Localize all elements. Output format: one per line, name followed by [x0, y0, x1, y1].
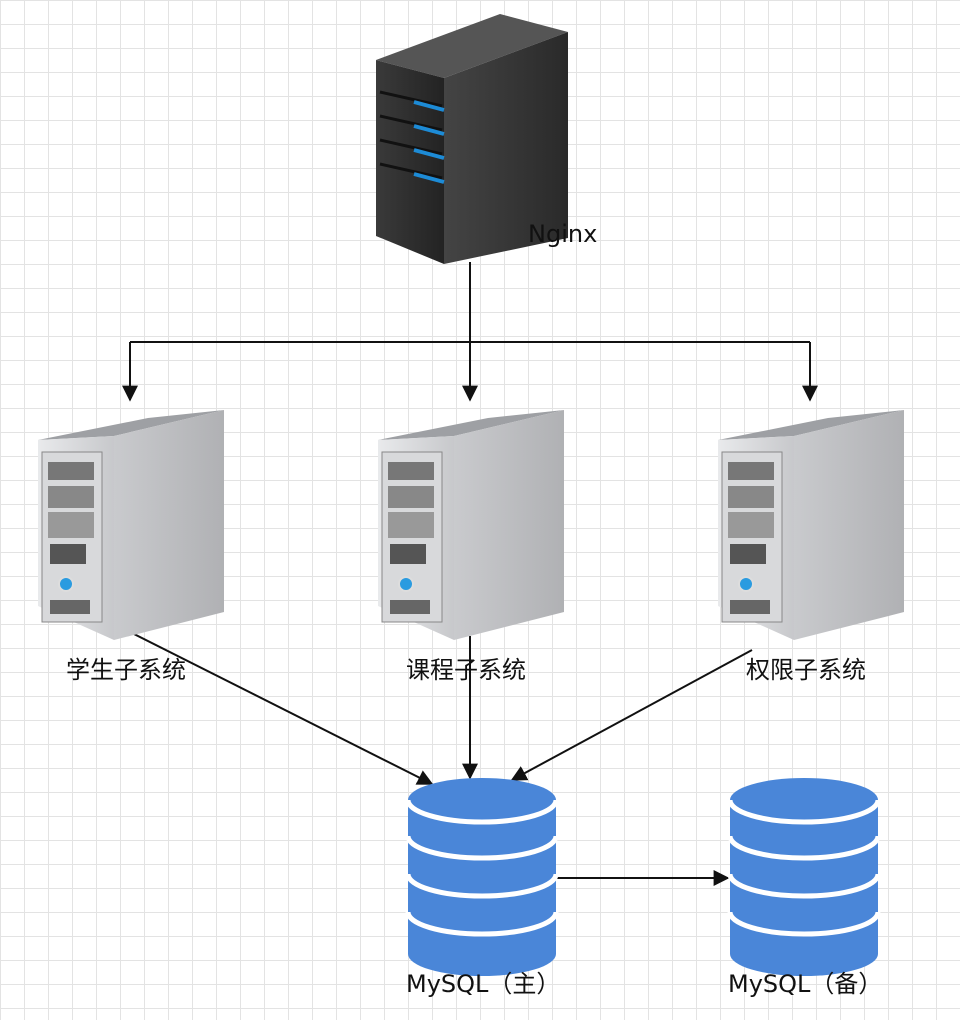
- nginx-server-icon: [376, 14, 568, 264]
- edge-permission-mysql: [510, 649, 753, 781]
- edges: [122, 262, 818, 886]
- mysql-backup-label: MySQL（备）: [728, 970, 883, 998]
- edge-student-mysql: [129, 631, 434, 785]
- student-server-icon: [38, 410, 224, 640]
- permission-subsystem-label: 权限子系统: [746, 656, 866, 684]
- course-server-icon: [378, 410, 564, 640]
- nginx-label: Nginx: [528, 220, 598, 248]
- mysql-master-label: MySQL（主）: [406, 970, 561, 998]
- course-subsystem-label: 课程子系统: [406, 656, 526, 684]
- mysql-backup-db-icon: [727, 778, 881, 976]
- mysql-master-db-icon: [405, 778, 559, 976]
- student-subsystem-label: 学生子系统: [66, 656, 186, 684]
- permission-server-icon: [718, 410, 904, 640]
